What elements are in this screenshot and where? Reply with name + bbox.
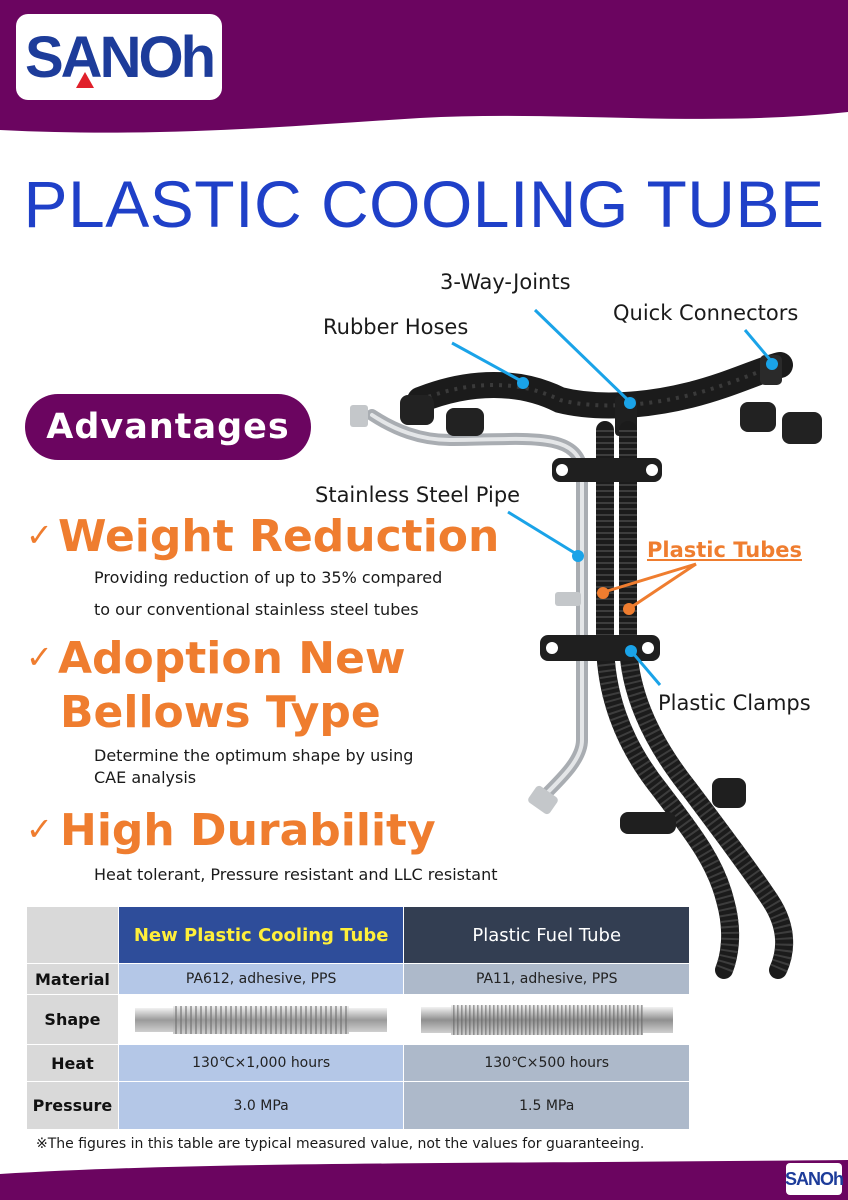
cell-material-fuel: PA11, adhesive, PPS — [403, 963, 690, 995]
cell-heat-fuel: 130℃×500 hours — [403, 1044, 690, 1082]
advantage-durability-desc: Heat tolerant, Pressure resistant and LL… — [94, 865, 498, 884]
header-new-plastic-cooling-tube: New Plastic Cooling Tube — [117, 906, 405, 964]
cooling-tube-assembly-image — [350, 352, 822, 979]
advantage-weight-reduction: Weight Reduction — [58, 511, 500, 562]
callout-stainless-steel-pipe: Stainless Steel Pipe — [315, 483, 521, 507]
header-plastic-fuel-tube: Plastic Fuel Tube — [403, 906, 690, 964]
cell-material-new: PA612, adhesive, PPS — [117, 963, 405, 995]
advantage-bellows-line2: Bellows Type — [60, 687, 381, 738]
table-row: Pressure 3.0 MPa 1.5 MPa — [26, 1081, 690, 1130]
logo-triangle-icon — [76, 72, 94, 88]
check-icon: ✓ — [26, 638, 53, 676]
callout-plastic-clamps: Plastic Clamps — [658, 691, 811, 715]
footer-band — [0, 1160, 848, 1200]
cell-shape-new — [117, 994, 405, 1045]
row-label-material: Material — [26, 963, 119, 995]
advantage-bellows-desc-line1: Determine the optimum shape by using — [94, 746, 414, 765]
advantage-high-durability: High Durability — [60, 805, 436, 856]
table-row: Material PA612, adhesive, PPS PA11, adhe… — [26, 963, 690, 995]
callout-rubber-hoses: Rubber Hoses — [323, 315, 469, 339]
advantages-badge: Advantages — [25, 394, 311, 460]
cell-pressure-fuel: 1.5 MPa — [403, 1081, 690, 1130]
logo-box — [16, 14, 222, 100]
advantage-weight-desc-line1: Providing reduction of up to 35% compare… — [94, 568, 443, 587]
footer-sanoh-logo: SANOh — [785, 1163, 844, 1195]
table-footnote: ※The figures in this table are typical m… — [36, 1136, 645, 1152]
comparison-table: New Plastic Cooling Tube Plastic Fuel Tu… — [26, 906, 690, 1130]
bellows-tube-fuel-image — [420, 1004, 673, 1035]
advantage-weight-desc-line2: to our conventional stainless steel tube… — [94, 600, 419, 619]
check-icon: ✓ — [26, 810, 53, 848]
advantage-bellows-line1: Adoption New — [58, 633, 406, 684]
check-icon: ✓ — [26, 516, 53, 554]
row-label-heat: Heat — [26, 1044, 119, 1082]
page-title: PLASTIC COOLING TUBE — [23, 167, 825, 241]
bellows-tube-new-image — [135, 1005, 388, 1034]
row-label-pressure: Pressure — [26, 1081, 119, 1130]
sanoh-logo: SANOh — [25, 24, 216, 90]
table-row: Shape — [26, 994, 690, 1045]
advantage-bellows-desc-line2: CAE analysis — [94, 768, 197, 787]
table-corner — [26, 906, 119, 964]
cell-heat-new: 130℃×1,000 hours — [117, 1044, 405, 1082]
cell-pressure-new: 3.0 MPa — [117, 1081, 405, 1130]
callout-3-way-joints: 3-Way-Joints — [440, 270, 571, 294]
row-label-shape: Shape — [26, 994, 119, 1045]
cell-shape-fuel — [403, 994, 690, 1045]
table-row: Heat 130℃×1,000 hours 130℃×500 hours — [26, 1044, 690, 1082]
callout-quick-connectors: Quick Connectors — [613, 301, 799, 325]
callout-plastic-tubes: Plastic Tubes — [647, 538, 802, 562]
